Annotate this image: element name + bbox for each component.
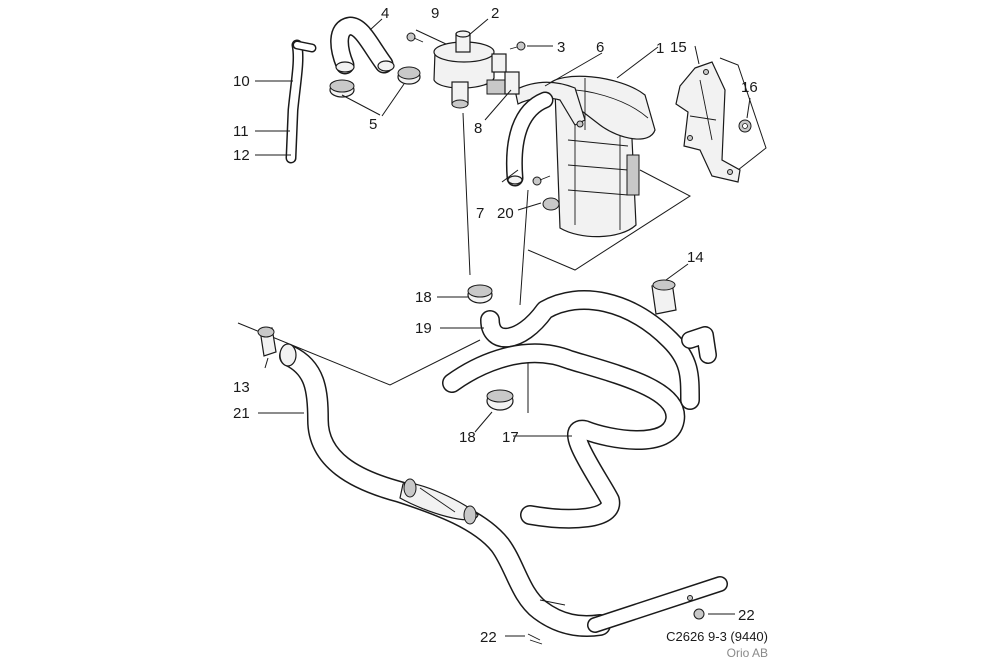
diagram-code: C2626 9-3 (9440) — [666, 629, 768, 644]
callout-16: 16 — [741, 79, 758, 96]
callout-22-right: 22 — [738, 607, 755, 624]
callout-2: 2 — [491, 5, 499, 22]
callout-19: 19 — [415, 320, 432, 337]
callout-9: 9 — [431, 5, 439, 22]
hose-clamp-14 — [651, 279, 677, 315]
callout-20: 20 — [497, 205, 514, 222]
callout-22-bottom: 22 — [480, 629, 497, 646]
callout-18-lower: 18 — [459, 429, 476, 446]
callout-21: 21 — [233, 405, 250, 422]
hose-clamp-18-upper — [467, 284, 493, 304]
mounting-bracket-6 — [514, 81, 586, 128]
callout-17: 17 — [502, 429, 519, 446]
pipe-clip — [539, 595, 693, 606]
callout-8: 8 — [474, 120, 482, 137]
screw-3 — [509, 41, 526, 51]
screw-9 — [406, 32, 424, 43]
leader-lines — [255, 18, 751, 637]
callout-15: 15 — [670, 39, 687, 56]
callout-5: 5 — [369, 116, 377, 133]
hose-4 — [330, 16, 395, 75]
hose-clamp-18-lower — [486, 389, 514, 411]
hose-10 — [285, 39, 317, 164]
callout-4: 4 — [381, 5, 389, 22]
callout-18-upper: 18 — [415, 289, 432, 306]
company-name: Orio AB — [727, 646, 768, 660]
hose-17 — [442, 343, 686, 529]
hose-clamp-5 — [329, 66, 421, 98]
hose-19 — [480, 290, 717, 410]
callout-13: 13 — [233, 379, 250, 396]
callout-14: 14 — [687, 249, 704, 266]
callout-11: 11 — [233, 123, 249, 140]
callout-1: 1 — [656, 40, 664, 57]
nut-16 — [738, 119, 752, 133]
bracket-15 — [675, 61, 741, 183]
nut-22-right — [693, 608, 705, 620]
callout-10: 10 — [233, 73, 250, 90]
callout-6: 6 — [596, 39, 604, 56]
callout-12: 12 — [233, 147, 250, 164]
callout-3: 3 — [557, 39, 565, 56]
muffler — [399, 478, 479, 525]
hose-7 — [505, 91, 554, 187]
hose-clamp-13 — [257, 326, 277, 357]
callout-labels: 1 2 3 4 5 6 7 8 9 10 11 12 13 14 15 16 1… — [233, 5, 758, 646]
clip-22-bottom — [527, 633, 543, 645]
screw-20 — [532, 175, 551, 186]
water-pump-2 — [433, 30, 507, 109]
callout-7: 7 — [476, 205, 484, 222]
connector-8 — [486, 71, 520, 95]
